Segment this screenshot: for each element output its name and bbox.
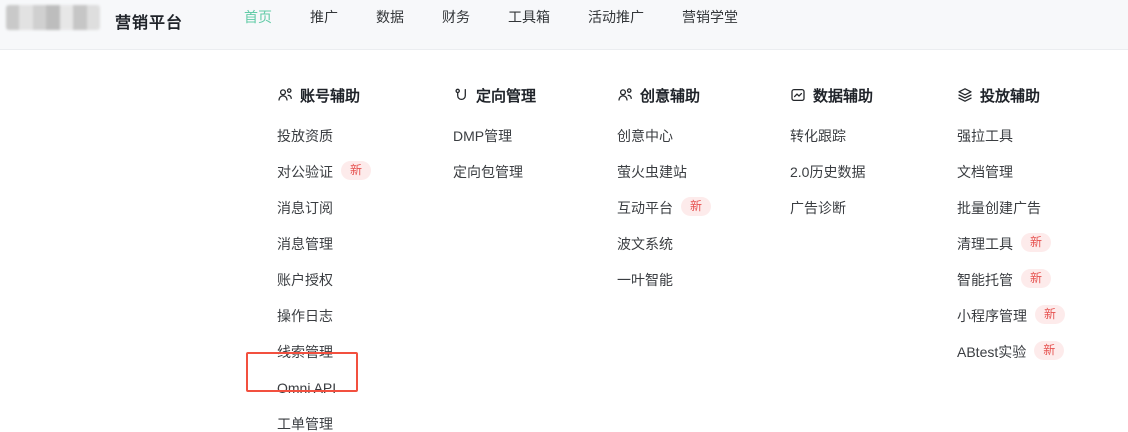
menu-item-label: 消息订阅 [277,200,333,216]
menu-item-label: 创意中心 [617,128,673,144]
column-title: 创意辅助 [640,87,701,105]
menu-item-label: 批量创建广告 [957,200,1041,216]
menu-item[interactable]: DMP管理 [453,128,621,164]
mega-menu-panel: 账号辅助 投放资质 对公验证新 消息订阅 消息管理 账户授权 操作日志 线索管理… [0,51,1128,432]
route-icon [453,87,469,103]
nav-item-data[interactable]: 数据 [376,9,404,25]
new-badge: 新 [681,197,712,216]
menu-item-label: 萤火虫建站 [617,164,687,180]
brand-title: 营销平台 [115,15,184,32]
menu-column-account-assist: 账号辅助 投放资质 对公验证新 消息订阅 消息管理 账户授权 操作日志 线索管理… [277,85,445,432]
menu-item[interactable]: 投放资质 [277,128,445,164]
nav-item-marketing-academy[interactable]: 营销学堂 [682,9,738,25]
column-header: 定向管理 [453,85,621,105]
menu-item[interactable]: 智能托管新 [957,269,1125,308]
menu-item-label: 工单管理 [277,416,333,432]
nav-links: 首页 推广 数据 财务 工具箱 活动推广 营销学堂 [244,9,738,26]
menu-item[interactable]: 小程序管理新 [957,305,1125,344]
menu-item[interactable]: 互动平台新 [617,197,785,236]
menu-item-label: 消息管理 [277,236,333,252]
menu-item[interactable]: ABtest实验新 [957,341,1125,380]
menu-item-label: 文档管理 [957,164,1013,180]
menu-item-label: 操作日志 [277,308,333,324]
menu-item[interactable]: 定向包管理 [453,164,621,200]
menu-column-targeting-mgmt: 定向管理 DMP管理 定向包管理 [453,85,621,200]
menu-item[interactable]: 转化跟踪 [790,128,958,164]
menu-item[interactable]: 一叶智能 [617,272,785,308]
menu-item[interactable]: 消息订阅 [277,200,445,236]
column-header: 创意辅助 [617,85,785,105]
column-title: 投放辅助 [980,87,1041,105]
new-badge: 新 [1035,305,1066,324]
nav-item-promotion[interactable]: 推广 [310,9,338,25]
column-title: 数据辅助 [813,87,874,105]
menu-item-omni-api[interactable]: Omni API [277,380,445,416]
menu-item[interactable]: 广告诊断 [790,200,958,236]
menu-item-label: 2.0历史数据 [790,164,866,180]
new-badge: 新 [341,161,372,180]
nav-item-activity-promotion[interactable]: 活动推广 [588,9,644,25]
menu-item-label: 一叶智能 [617,272,673,288]
menu-item-label: 对公验证 [277,164,333,180]
menu-item[interactable]: 工单管理 [277,416,445,432]
menu-item[interactable]: 操作日志 [277,308,445,344]
menu-item-label: 清理工具 [957,236,1013,252]
menu-item-label: 广告诊断 [790,200,846,216]
menu-item[interactable]: 强拉工具 [957,128,1125,164]
nav-item-home[interactable]: 首页 [244,9,272,25]
menu-item-label: 投放资质 [277,128,333,144]
layers-icon [957,87,973,103]
nav-item-finance[interactable]: 财务 [442,9,470,25]
menu-item-label: ABtest实验 [957,344,1027,360]
column-title: 定向管理 [476,87,537,105]
menu-item[interactable]: 线索管理 [277,344,445,380]
menu-item-label: 强拉工具 [957,128,1013,144]
menu-item-label: DMP管理 [453,128,513,144]
menu-column-delivery-assist: 投放辅助 强拉工具 文档管理 批量创建广告 清理工具新 智能托管新 小程序管理新… [957,85,1125,380]
menu-item-label: 转化跟踪 [790,128,846,144]
menu-column-creative-assist: 创意辅助 创意中心 萤火虫建站 互动平台新 波文系统 一叶智能 [617,85,785,308]
menu-item-label: 波文系统 [617,236,673,252]
menu-column-data-assist: 数据辅助 转化跟踪 2.0历史数据 广告诊断 [790,85,958,236]
menu-item[interactable]: 创意中心 [617,128,785,164]
menu-item[interactable]: 批量创建广告 [957,200,1125,236]
menu-item[interactable]: 对公验证新 [277,161,445,200]
new-badge: 新 [1034,341,1065,360]
new-badge: 新 [1021,233,1052,252]
menu-item-label: 小程序管理 [957,308,1027,324]
column-header: 账号辅助 [277,85,445,105]
menu-item[interactable]: 账户授权 [277,272,445,308]
new-badge: 新 [1021,269,1052,288]
menu-item[interactable]: 消息管理 [277,236,445,272]
platform-logo-blurred [6,5,100,30]
menu-item-label: 智能托管 [957,272,1013,288]
menu-item-label: 互动平台 [617,200,673,216]
users-icon [277,87,293,103]
top-navbar: 营销平台 首页 推广 数据 财务 工具箱 活动推广 营销学堂 [0,0,1128,50]
menu-item[interactable]: 萤火虫建站 [617,164,785,200]
menu-item[interactable]: 清理工具新 [957,233,1125,272]
menu-item-label: Omni API [277,380,337,396]
menu-item-label: 账户授权 [277,272,333,288]
column-header: 数据辅助 [790,85,958,105]
users-icon [617,87,633,103]
menu-item-label: 定向包管理 [453,164,523,180]
column-title: 账号辅助 [300,87,361,105]
menu-item-label: 线索管理 [277,344,333,360]
menu-item[interactable]: 波文系统 [617,236,785,272]
column-header: 投放辅助 [957,85,1125,105]
menu-item[interactable]: 文档管理 [957,164,1125,200]
chart-line-icon [790,87,806,103]
menu-item[interactable]: 2.0历史数据 [790,164,958,200]
nav-item-toolbox[interactable]: 工具箱 [508,9,550,25]
